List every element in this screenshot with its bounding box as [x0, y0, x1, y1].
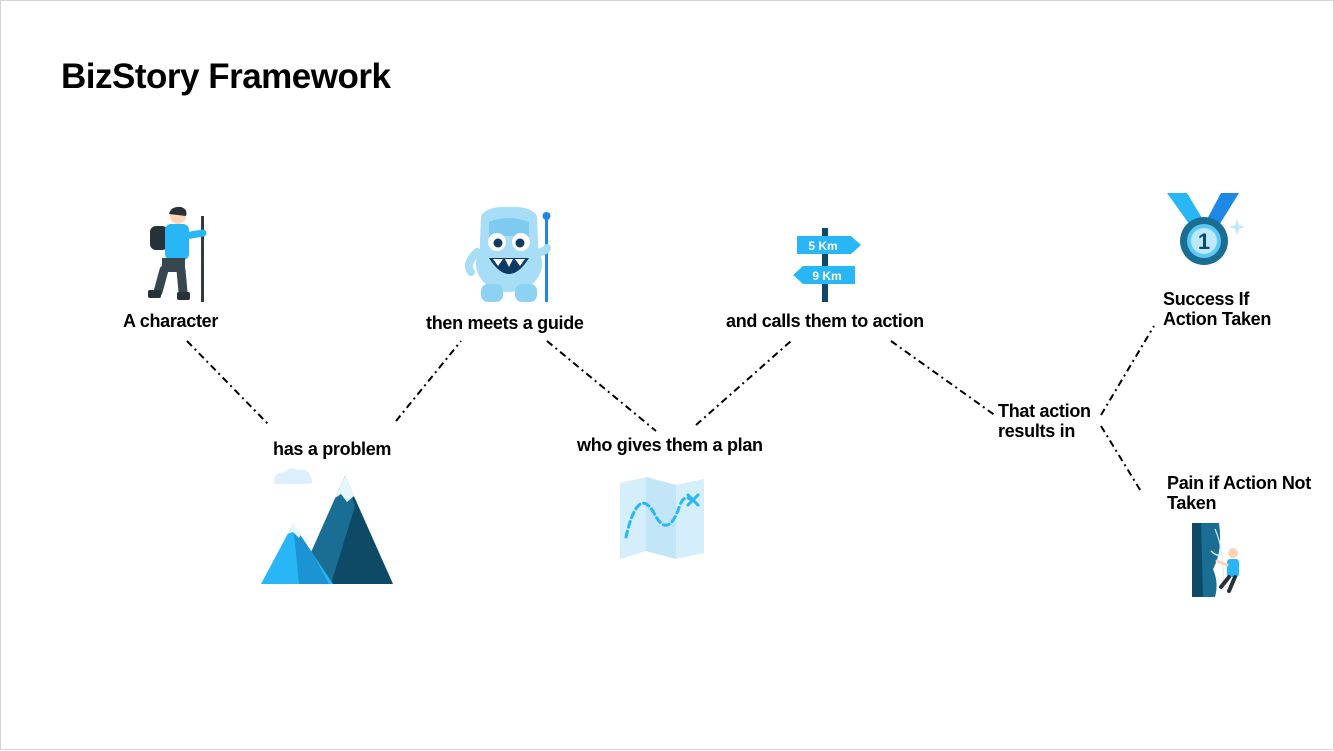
label-results-line1: That action: [998, 401, 1091, 421]
yeti-guide-icon: [465, 206, 551, 302]
connector-problem-guide: [395, 340, 462, 422]
signpost-icon: 5 Km 9 Km: [793, 228, 861, 302]
hiker-icon: [148, 206, 207, 302]
label-success: Success If Action Taken: [1163, 289, 1271, 329]
signpost-top-label: 5 Km: [808, 239, 837, 253]
connector-action-results: [890, 340, 997, 417]
connector-character-problem: [186, 340, 270, 426]
label-results: That action results in: [998, 401, 1091, 441]
climber-icon: [1192, 523, 1239, 597]
label-guide: then meets a guide: [426, 313, 584, 333]
label-results-line2: results in: [998, 421, 1076, 441]
connector-results-pain: [1100, 425, 1143, 494]
signpost-bottom-label: 9 Km: [812, 269, 841, 283]
connector-plan-action: [695, 340, 792, 426]
label-plan: who gives them a plan: [577, 435, 763, 455]
connector-results-success: [1100, 325, 1155, 416]
medal-number: 1: [1198, 229, 1210, 254]
mountain-icon: [261, 468, 393, 584]
label-success-line2: Action Taken: [1163, 309, 1272, 329]
label-pain: Pain if Action Not Taken: [1167, 473, 1311, 513]
map-icon: [620, 477, 704, 559]
label-pain-line2: Taken: [1167, 493, 1217, 513]
label-pain-line1: Pain if Action Not: [1167, 473, 1311, 493]
medal-icon: 1: [1167, 193, 1245, 265]
label-character: A character: [123, 311, 219, 331]
connector-guide-plan: [546, 340, 657, 432]
label-success-line1: Success If: [1163, 289, 1250, 309]
label-problem: has a problem: [273, 439, 392, 459]
label-action: and calls them to action: [726, 311, 924, 331]
slide-title: BizStory Framework: [61, 57, 391, 96]
